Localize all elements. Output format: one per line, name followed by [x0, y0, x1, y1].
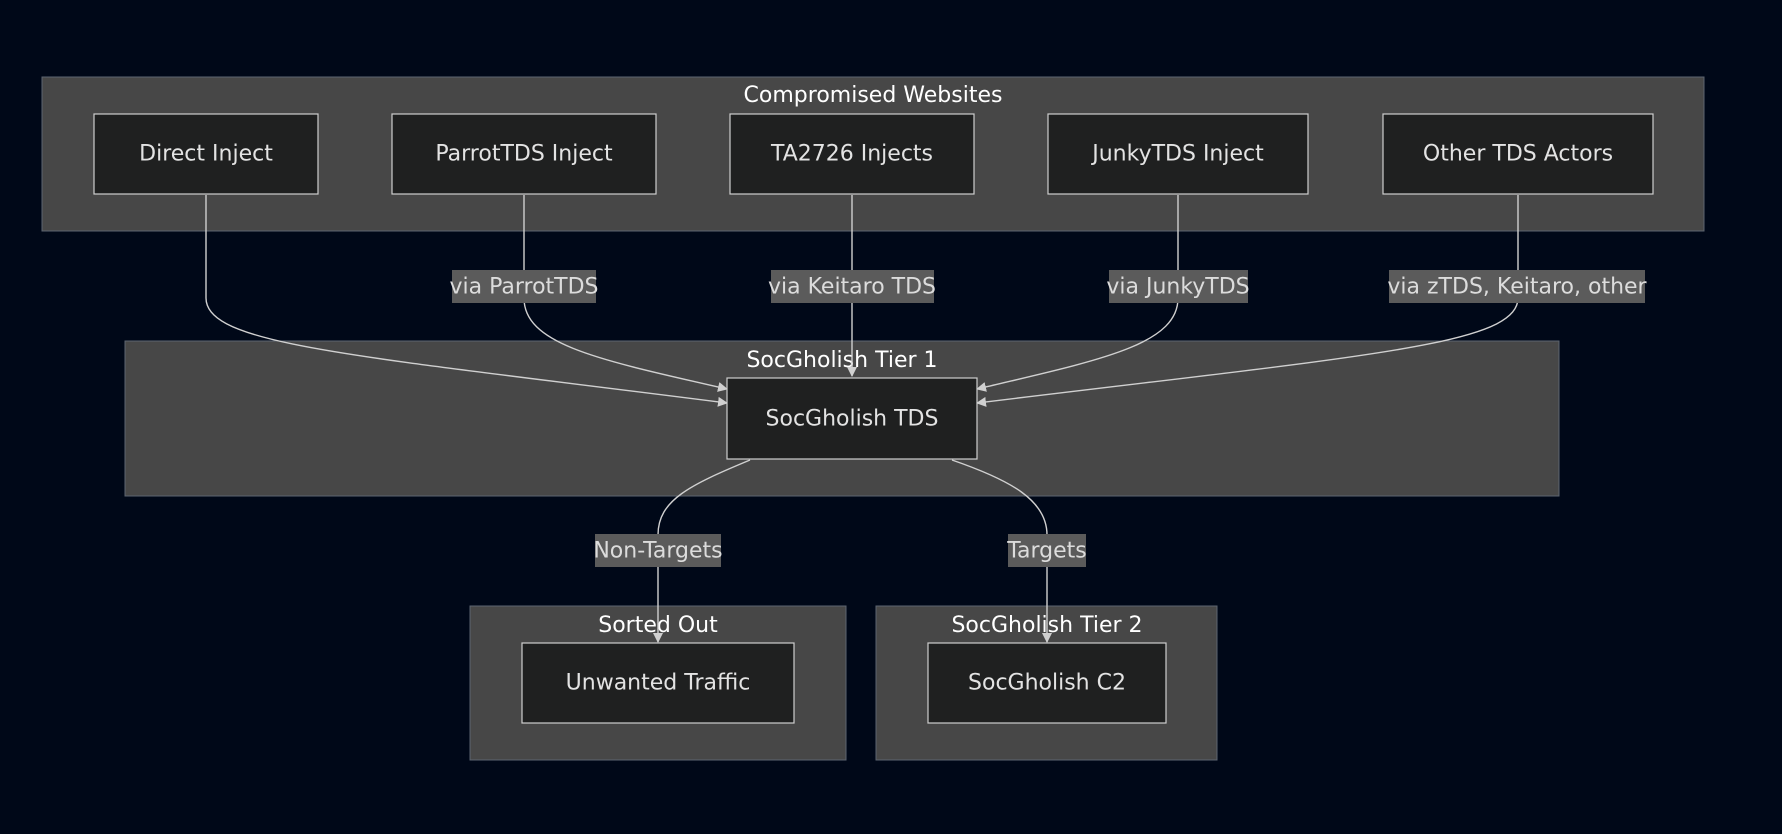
- edge-parrot-to-tds: [523, 195, 728, 392]
- svg-text:Other TDS Actors: Other TDS Actors: [1423, 142, 1613, 167]
- svg-text:Non-Targets: Non-Targets: [593, 539, 722, 564]
- node-socgholish-c2: SocGholish C2: [927, 642, 1167, 724]
- svg-text:via Keitaro TDS: via Keitaro TDS: [768, 275, 936, 300]
- svg-text:via JunkyTDS: via JunkyTDS: [1106, 275, 1249, 300]
- svg-text:Direct Inject: Direct Inject: [139, 142, 273, 167]
- cluster-title-tier1: SocGholish Tier 1: [746, 348, 937, 373]
- edge-label-non-targets: Non-Targets: [593, 534, 723, 567]
- svg-text:ParrotTDS Inject: ParrotTDS Inject: [435, 142, 613, 167]
- edge-label-via-junkytds: via JunkyTDS: [1106, 270, 1250, 303]
- edge-other-to-tds: [976, 195, 1519, 407]
- node-direct-inject: Direct Inject: [93, 113, 319, 195]
- edge-tds-to-c2: [951, 459, 1052, 643]
- node-socgholish-tds: SocGholish TDS: [726, 377, 978, 460]
- node-unwanted-traffic: Unwanted Traffic: [521, 642, 795, 724]
- node-other-tds-actors: Other TDS Actors: [1382, 113, 1654, 195]
- svg-text:SocGholish C2: SocGholish C2: [968, 671, 1126, 696]
- node-junkytds-inject: JunkyTDS Inject: [1047, 113, 1309, 195]
- edge-tds-to-unwanted: [653, 459, 751, 643]
- svg-text:Unwanted Traffic: Unwanted Traffic: [566, 671, 751, 696]
- svg-text:SocGholish TDS: SocGholish TDS: [766, 407, 939, 432]
- svg-text:TA2726 Injects: TA2726 Injects: [770, 142, 933, 167]
- edge-label-via-ztds-keitaro-other: via zTDS, Keitaro, other: [1387, 270, 1648, 303]
- node-parrottds-inject: ParrotTDS Inject: [391, 113, 657, 195]
- edge-label-via-parrottds: via ParrotTDS: [449, 270, 599, 303]
- edge-junky-to-tds: [976, 195, 1179, 392]
- edge-label-via-keitaro-tds: via Keitaro TDS: [768, 270, 936, 303]
- edge-direct-to-tds: [205, 195, 728, 407]
- svg-text:Targets: Targets: [1006, 539, 1087, 564]
- svg-text:via zTDS, Keitaro, other: via zTDS, Keitaro, other: [1387, 275, 1647, 300]
- cluster-title-compromised: Compromised Websites: [744, 83, 1003, 108]
- edge-label-targets: Targets: [1006, 534, 1087, 567]
- node-ta2726-injects: TA2726 Injects: [729, 113, 975, 195]
- svg-text:via ParrotTDS: via ParrotTDS: [449, 275, 598, 300]
- svg-text:JunkyTDS Inject: JunkyTDS Inject: [1090, 142, 1264, 167]
